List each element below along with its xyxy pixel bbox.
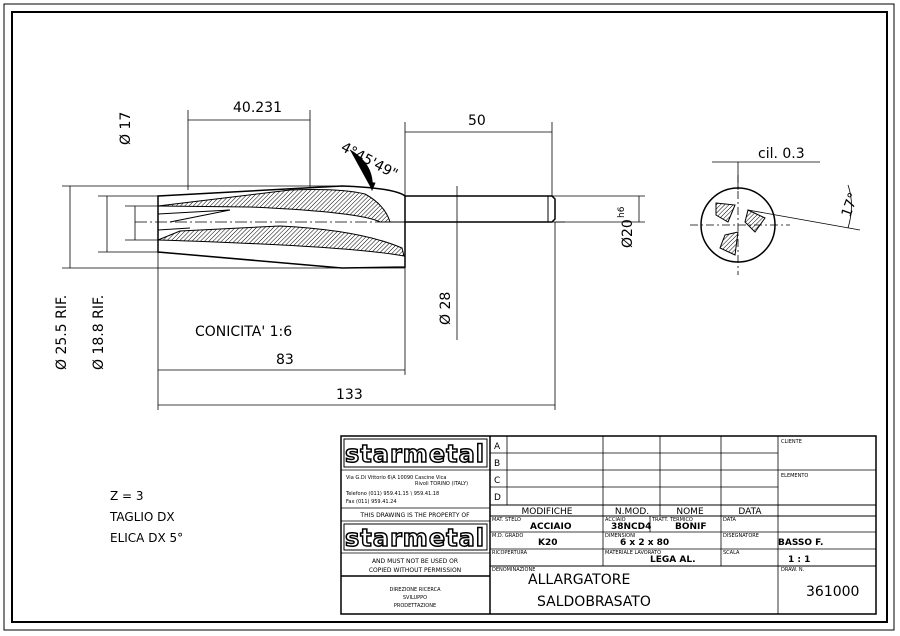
dim-40231: 40.231: [233, 100, 282, 116]
mat-stelo: ACCIAIO: [530, 522, 572, 532]
title-line-2: SALDOBRASATO: [537, 594, 651, 610]
title-line-1: ALLARGATORE: [528, 572, 630, 588]
disegnatore-label: DISEGNATORE: [723, 533, 759, 539]
tratt: BONIF: [675, 522, 707, 532]
must-not-2: COPIED WITHOUT PERMISSION: [369, 567, 461, 574]
dept-1: DIREZIONE RICERCA: [389, 587, 441, 593]
notes: Z = 3 TAGLIO DX ELICA DX 5°: [109, 489, 183, 545]
disegnatore: BASSO F.: [778, 538, 823, 548]
note-taglio: TAGLIO DX: [109, 510, 175, 524]
hdr-data: DATA: [738, 507, 762, 517]
elemento-label: ELEMENTO: [781, 473, 808, 479]
mat-stelo-label: MAT. STELO: [492, 517, 521, 523]
dimensioni-label: DIMENSIONI: [605, 533, 635, 539]
title-block: [340, 435, 877, 615]
dim-50: 50: [468, 113, 486, 129]
dept-2: SVILUPPO: [403, 595, 427, 601]
dim-d20: Ø20: [620, 219, 636, 248]
hdr-modifiche: MODIFICHE: [521, 507, 572, 517]
dim-d255: Ø 25.5 RIF.: [54, 295, 70, 370]
dimension-lines: [62, 110, 645, 410]
ricopertura-label: RICOPERTURA: [492, 550, 528, 556]
dimensioni: 6 x 2 x 80: [620, 538, 669, 548]
hdr-nmod: N.MOD.: [615, 507, 649, 517]
dim-d17: Ø 17: [118, 112, 134, 145]
inner-border: [11, 11, 888, 623]
rev-a: A: [494, 442, 501, 452]
scala-label: SCALA: [723, 550, 740, 556]
draw-label: DRAW. N.: [781, 567, 805, 573]
dim-d28: Ø 28: [438, 292, 454, 325]
hdr-nome: NOME: [676, 507, 704, 517]
dim-d188: Ø 18.8 RIF.: [91, 295, 107, 370]
property-note: THIS DRAWING IS THE PROPERTY OF: [359, 512, 470, 519]
dim-133: 133: [336, 387, 363, 403]
grado: K20: [538, 538, 558, 548]
dim-17deg: 17°: [839, 191, 863, 220]
dim-83: 83: [276, 352, 294, 368]
address-line-3: Telefono (011) 959.41.15 \ 959.41.18: [345, 491, 439, 497]
acciaio-label: ACCIAIO: [605, 517, 626, 523]
note-z: Z = 3: [110, 489, 144, 503]
address-line-4: Fax (011) 959.41.24: [346, 499, 397, 505]
logo-top: starmetal: [345, 440, 485, 468]
address-line-1: Via G.Di Vittorio 6\A 10090 Cascine Vica: [346, 475, 446, 481]
acciaio: 38NCD4: [611, 522, 651, 532]
drawing-number: 361000: [806, 584, 859, 600]
materiale: LEGA AL.: [650, 555, 696, 565]
tool-side-view: [135, 185, 565, 269]
scala: 1 : 1: [788, 555, 810, 565]
dim-d20-tolerance: h6: [617, 206, 627, 218]
grado-label: M.D. GRADO: [492, 533, 523, 539]
rev-c: C: [494, 476, 500, 486]
logo-bottom: starmetal: [345, 524, 485, 552]
tratt-label: TRATT. TERMICO: [651, 517, 693, 523]
rev-d: D: [494, 493, 501, 503]
note-elica: ELICA DX 5°: [110, 531, 183, 545]
must-not-1: AND MUST NOT BE USED OR: [372, 558, 458, 565]
cliente-label: CLIENTE: [781, 439, 802, 445]
denominazione-label: DENOMINAZIONE: [492, 567, 535, 573]
dept-3: PRODETTAZIONE: [394, 603, 436, 609]
materiale-label: MATERIALE LAVORATO: [605, 550, 661, 556]
title-block-text: starmetal starmetal Via G.Di Vittorio 6\…: [344, 439, 859, 610]
address-line-2: Rivoli TORINO (ITALY): [415, 481, 468, 487]
dimension-labels: Ø 17 40.231 50 4°45'49" Ø20 h6 cil. 0.3 …: [54, 100, 862, 403]
rev-b: B: [494, 459, 500, 469]
dim-cil: cil. 0.3: [758, 146, 805, 162]
outer-border: [3, 3, 895, 631]
data-label: DATA: [723, 517, 736, 523]
end-view: [690, 161, 861, 275]
conicita-note: CONICITA' 1:6: [195, 324, 292, 340]
